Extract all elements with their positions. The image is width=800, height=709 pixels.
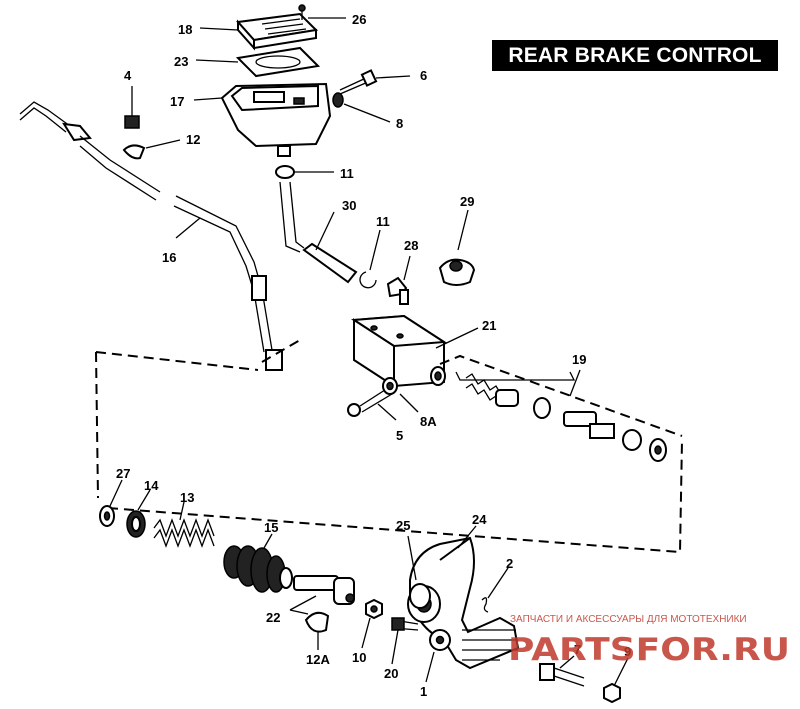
callout-15: 15 <box>264 520 278 535</box>
callout-20: 20 <box>384 666 398 681</box>
washer-27 <box>99 505 115 527</box>
callout-30: 30 <box>342 198 356 213</box>
master-cylinder-21 <box>350 314 448 388</box>
callout-4: 4 <box>124 68 132 83</box>
nut-9 <box>603 682 621 704</box>
callout-23: 23 <box>174 54 188 69</box>
hose-30 <box>279 181 358 284</box>
callout-11-lower: 11 <box>376 214 390 229</box>
washer-8a <box>382 377 398 395</box>
callout-12: 12 <box>186 132 200 147</box>
bolt-5 <box>347 387 393 417</box>
spring-2 <box>481 597 489 613</box>
callout-1: 1 <box>420 684 427 699</box>
callout-10: 10 <box>352 650 366 665</box>
clip-12 <box>122 144 146 160</box>
spring-13 <box>153 518 215 548</box>
watermark-tagline: ЗАПЧАСТИ И АКСЕССУАРЫ ДЛЯ МОТОТЕХНИКИ <box>510 614 747 625</box>
pushrod-22 <box>293 575 355 605</box>
boot-15 <box>223 545 293 593</box>
clamp-11-top <box>275 165 295 179</box>
callout-5: 5 <box>396 428 403 443</box>
bolt-7 <box>539 663 585 687</box>
callout-11-top: 11 <box>340 166 354 181</box>
callout-22: 22 <box>266 610 280 625</box>
callout-26: 26 <box>352 12 366 27</box>
fitting-28 <box>386 276 409 305</box>
callout-17: 17 <box>170 94 184 109</box>
callout-13: 13 <box>180 490 194 505</box>
callout-19: 19 <box>572 352 586 367</box>
clamp-11-lower <box>359 271 377 289</box>
gasket-23 <box>235 46 321 78</box>
callout-7: 7 <box>574 642 581 657</box>
diagram-title: REAR BRAKE CONTROL <box>492 40 778 71</box>
leader-lines <box>109 17 629 687</box>
callout-27: 27 <box>116 466 130 481</box>
watermark: ЗАПЧАСТИ И АКСЕССУАРЫ ДЛЯ МОТОТЕХНИКИ PA… <box>508 614 790 668</box>
callout-18: 18 <box>178 22 192 37</box>
assembly-dash-line <box>95 339 683 554</box>
reservoir-cover-18 <box>235 12 319 51</box>
washer-8 <box>332 92 344 108</box>
callout-16: 16 <box>162 250 176 265</box>
bolt-4 <box>124 96 140 129</box>
callout-8a: 8A <box>420 414 437 429</box>
callout-29: 29 <box>460 194 474 209</box>
watermark-logo: PARTSFOR.RU <box>508 632 790 668</box>
callout-25: 25 <box>396 518 410 533</box>
clip-12a <box>304 611 330 633</box>
bushing-25 <box>409 583 431 609</box>
callout-8: 8 <box>396 116 403 131</box>
screw-6 <box>339 69 378 95</box>
screw-26 <box>298 4 306 20</box>
callout-9: 9 <box>624 644 631 659</box>
callout-21: 21 <box>482 318 496 333</box>
callout-6: 6 <box>420 68 427 83</box>
brake-line-16 <box>19 101 283 371</box>
callout-28: 28 <box>404 238 418 253</box>
callout-12a: 12A <box>306 652 330 667</box>
reservoir-17 <box>220 82 332 157</box>
callout-24: 24 <box>472 512 487 527</box>
callout-2: 2 <box>506 556 513 571</box>
piston-kit-19 <box>465 373 667 462</box>
lever-1 <box>429 629 451 651</box>
switch-29 <box>438 258 476 286</box>
stud-20 <box>391 617 419 631</box>
nut-10 <box>365 598 383 620</box>
callout-14: 14 <box>144 478 159 493</box>
seal-14 <box>126 510 146 538</box>
